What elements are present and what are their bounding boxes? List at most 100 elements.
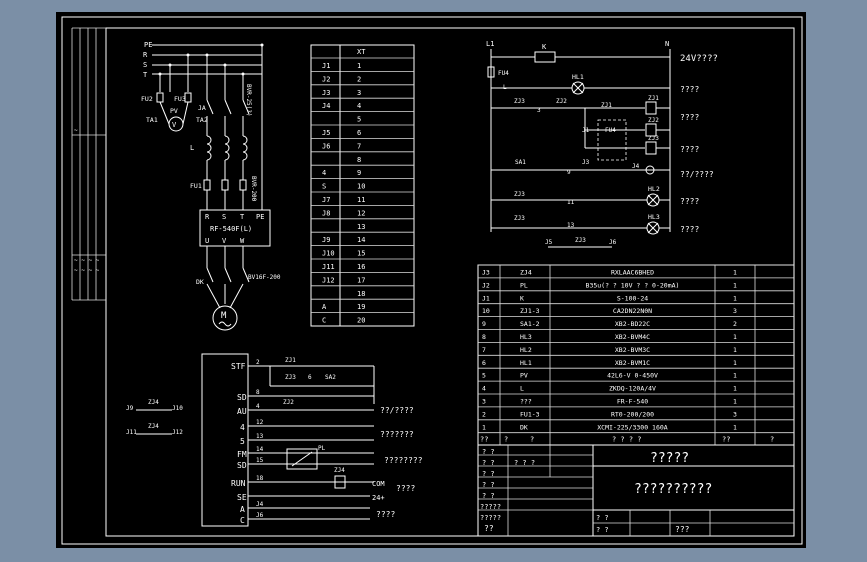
bom-cell: RXLAAC6BHED: [611, 269, 654, 277]
terminal-row-wire: 4: [322, 169, 326, 177]
svg-text:8: 8: [256, 389, 260, 396]
bom-cell: XB2-BD22C: [615, 320, 650, 328]
vfd-pin-au: AU: [237, 407, 247, 416]
bom-cell: DK: [520, 423, 528, 431]
vfd-pin-c: C: [240, 516, 245, 525]
svg-text:V: V: [172, 121, 177, 129]
vfd-terminal-block: STF SD AU 4 5 FM SD RUN SE A C 2 ZJ1 ZJ3…: [126, 353, 423, 527]
lamp-hl3-label: HL3: [648, 213, 660, 221]
bom-cell: 1: [733, 269, 737, 277]
contact-zj2: ZJ2: [556, 98, 567, 105]
svg-text:~: ~: [74, 127, 78, 134]
terminal-row-wire: J2: [322, 75, 330, 83]
inductor-coil-icon: [206, 135, 212, 161]
project-title: ?????: [650, 451, 689, 466]
bus-label-pe: PE: [144, 41, 152, 49]
bom-cell: ZJ1-3: [520, 307, 540, 315]
svg-text:???: ???: [675, 525, 690, 534]
inductor-label: L: [190, 144, 194, 152]
bom-header-cell: ? ? ? ?: [612, 436, 642, 444]
voltmeter-label: PV: [170, 107, 178, 115]
svg-text:4: 4: [256, 403, 260, 410]
vfd-pin-a: A: [240, 505, 245, 514]
vfd-term-s: S: [222, 213, 226, 221]
terminal-row-wire: J9: [322, 236, 330, 244]
side-label-4: ????: [396, 484, 415, 493]
bom-cell: 2: [482, 410, 486, 418]
bom-cell: XB2-BVM1C: [615, 359, 650, 367]
terminal-row-wire: J1: [322, 62, 330, 70]
bom-cell: SA1-2: [520, 320, 540, 328]
fuse-fu3-label: FU3: [174, 95, 186, 103]
bom-cell: ZKDQ-120A/4V: [609, 385, 656, 393]
svg-text:J10: J10: [172, 405, 183, 412]
svg-text:ZJ1: ZJ1: [285, 357, 296, 364]
bom-cell: J1: [482, 294, 490, 302]
fuse-fu2-label: FU2: [141, 95, 153, 103]
svg-text:~ ~ ~ ~: ~ ~ ~ ~: [74, 257, 100, 264]
bom-cell: 7: [482, 346, 486, 354]
bom-cell: FR-F-540: [617, 398, 648, 406]
bom-cell: 1: [482, 423, 486, 431]
side-label-1: ??/????: [380, 406, 414, 415]
bus-label-t: T: [143, 71, 148, 79]
svg-text:? ?: ? ?: [482, 481, 495, 489]
vfd-pin-sd1: SD: [237, 393, 247, 402]
terminal-row-wire: J8: [322, 209, 330, 217]
terminal-row-number: 12: [357, 209, 365, 217]
terminal-row-number: 1: [357, 62, 361, 70]
vfd-pin-sd2: SD: [237, 461, 247, 470]
terminal-row-number: 2: [357, 75, 361, 83]
svg-text:?????: ?????: [480, 503, 501, 511]
svg-text:ZJ4: ZJ4: [334, 467, 345, 474]
power-circuit: PE R S T FU2 FU3 PV V TA1 TA2: [141, 41, 281, 331]
bus-label-r: R: [143, 51, 148, 59]
svg-text:12: 12: [256, 419, 264, 426]
bom-cell: 1: [733, 294, 737, 302]
vfd-term-w: W: [240, 237, 245, 245]
bom-cell: HL2: [520, 346, 532, 354]
terminal-row-number: 5: [357, 116, 361, 124]
svg-text:J12: J12: [172, 429, 183, 436]
terminal-row-number: 14: [357, 236, 365, 244]
ta2-label: TA2: [196, 116, 208, 124]
contact-sa1: SA1: [515, 159, 526, 166]
lamp-hl1-label: HL1: [572, 73, 584, 81]
terminal-row-number: 9: [357, 169, 361, 177]
bom-cell: 6: [482, 359, 486, 367]
terminal-row-number: 11: [357, 196, 365, 204]
vfd-term-v: V: [222, 237, 227, 245]
bom-cell: B35u(? ? 10V ? ? 0-20mA): [586, 281, 680, 289]
svg-text:J9: J9: [126, 405, 134, 412]
terminal-row-number: 16: [357, 263, 365, 271]
bom-cell: 1: [733, 359, 737, 367]
row-label-1: ????: [680, 85, 699, 94]
svg-text:2: 2: [256, 359, 260, 366]
control-circuit: L1 N K 24V???? FU4 L HL1 ???? ZJ1 ZJ3 3 …: [486, 40, 718, 248]
svg-text:6: 6: [308, 374, 312, 381]
svg-text:SA2: SA2: [325, 374, 336, 381]
side-label-3: ????????: [384, 456, 423, 465]
contact-zj1: ZJ1: [601, 102, 612, 109]
row-label-5: ????: [680, 197, 699, 206]
bom-cell: CA2DN22N0N: [613, 307, 652, 315]
vfd-pin-se: SE: [237, 493, 247, 502]
bom-cell: 1: [733, 346, 737, 354]
bom-cell: XB2-BVM4C: [615, 333, 650, 341]
terminal-row-number: 6: [357, 129, 361, 137]
vfd-pin-fm: FM: [237, 450, 247, 459]
terminal-row-number: 18: [357, 290, 365, 298]
svg-text:18: 18: [256, 475, 264, 482]
lamp-hl2-label: HL2: [648, 185, 660, 193]
svg-text:14: 14: [256, 446, 264, 453]
terminal-row-number: 19: [357, 303, 365, 311]
terminal-row-wire: J12: [322, 276, 335, 284]
terminal-row-number: 13: [357, 223, 365, 231]
coil-zj2-label: ZJ2: [648, 117, 659, 124]
bom-cell: XB2-BVM3C: [615, 346, 650, 354]
contact-13: 13: [567, 222, 575, 229]
contact-zj3-d: ZJ3: [575, 237, 586, 244]
contact-zj3-b: ZJ3: [514, 191, 525, 198]
bom-cell: ZJ4: [520, 269, 532, 277]
fuse-fu1-label: FU1: [190, 182, 202, 190]
